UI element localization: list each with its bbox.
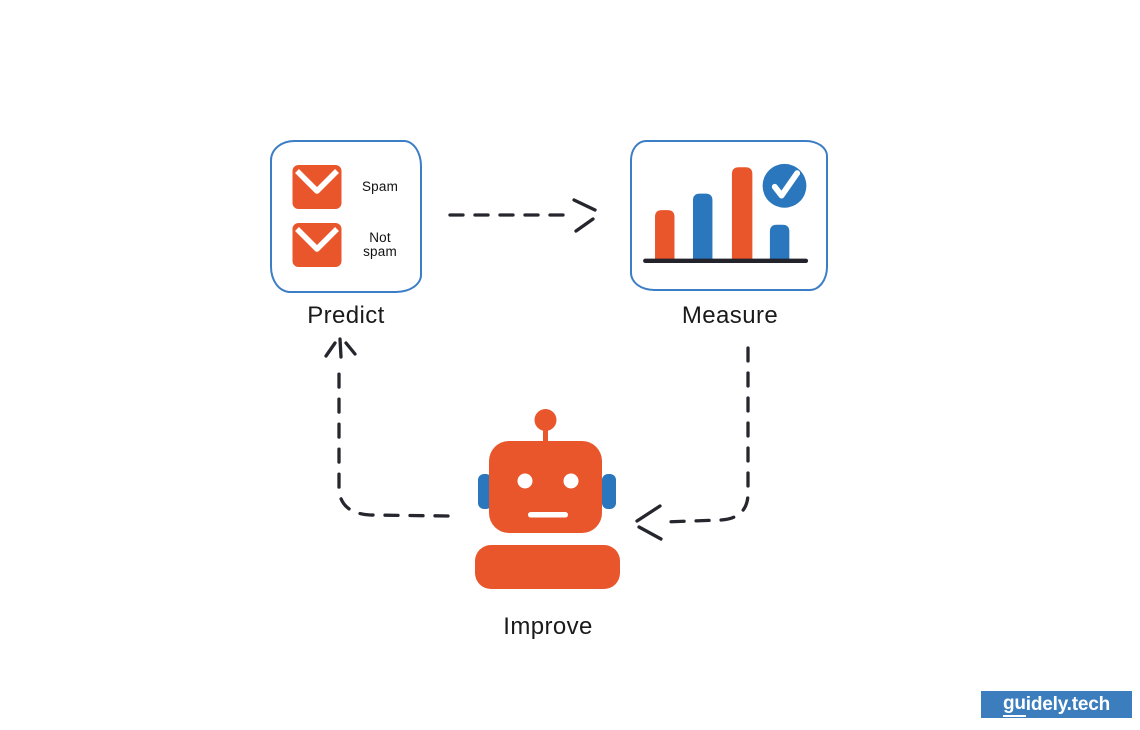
robot-ear-right bbox=[602, 474, 616, 509]
envelope-icon bbox=[292, 165, 342, 209]
not-spam-row: Not spam bbox=[292, 222, 406, 268]
chart-bar bbox=[692, 193, 713, 261]
envelope-icon bbox=[292, 223, 342, 267]
predict-label: Predict bbox=[307, 302, 385, 329]
chart-bar bbox=[655, 210, 675, 261]
spam-label: Spam bbox=[361, 178, 399, 194]
edge-improve-to-predict bbox=[324, 337, 450, 518]
robot-eye-right bbox=[563, 473, 579, 489]
improve-label: Improve bbox=[503, 613, 593, 640]
predict-node-card: Spam Not spam bbox=[270, 140, 422, 293]
bar-chart-icon bbox=[643, 163, 809, 263]
edge-measure-to-improve bbox=[635, 346, 750, 541]
antenna-ball-icon bbox=[534, 409, 557, 431]
antenna-stem bbox=[543, 426, 548, 448]
robot-ear-left bbox=[478, 474, 492, 509]
robot-head bbox=[489, 441, 602, 533]
robot-icon bbox=[475, 409, 620, 589]
brand-logo-part2: idely.tech bbox=[1025, 693, 1111, 715]
edge-predict-to-measure bbox=[448, 198, 597, 233]
robot-body bbox=[475, 545, 620, 589]
bars-group bbox=[643, 167, 809, 263]
measure-label: Measure bbox=[681, 302, 779, 329]
spam-row: Spam bbox=[292, 164, 406, 210]
robot-mouth bbox=[528, 512, 568, 518]
robot-eye-left bbox=[517, 473, 533, 489]
check-circle-icon bbox=[762, 163, 807, 208]
chart-bar bbox=[731, 167, 753, 261]
not-spam-label: Not spam bbox=[363, 229, 397, 259]
chart-bar bbox=[769, 224, 790, 261]
brand-logo-part1: gu bbox=[1002, 693, 1026, 717]
measure-node-card bbox=[630, 140, 828, 291]
